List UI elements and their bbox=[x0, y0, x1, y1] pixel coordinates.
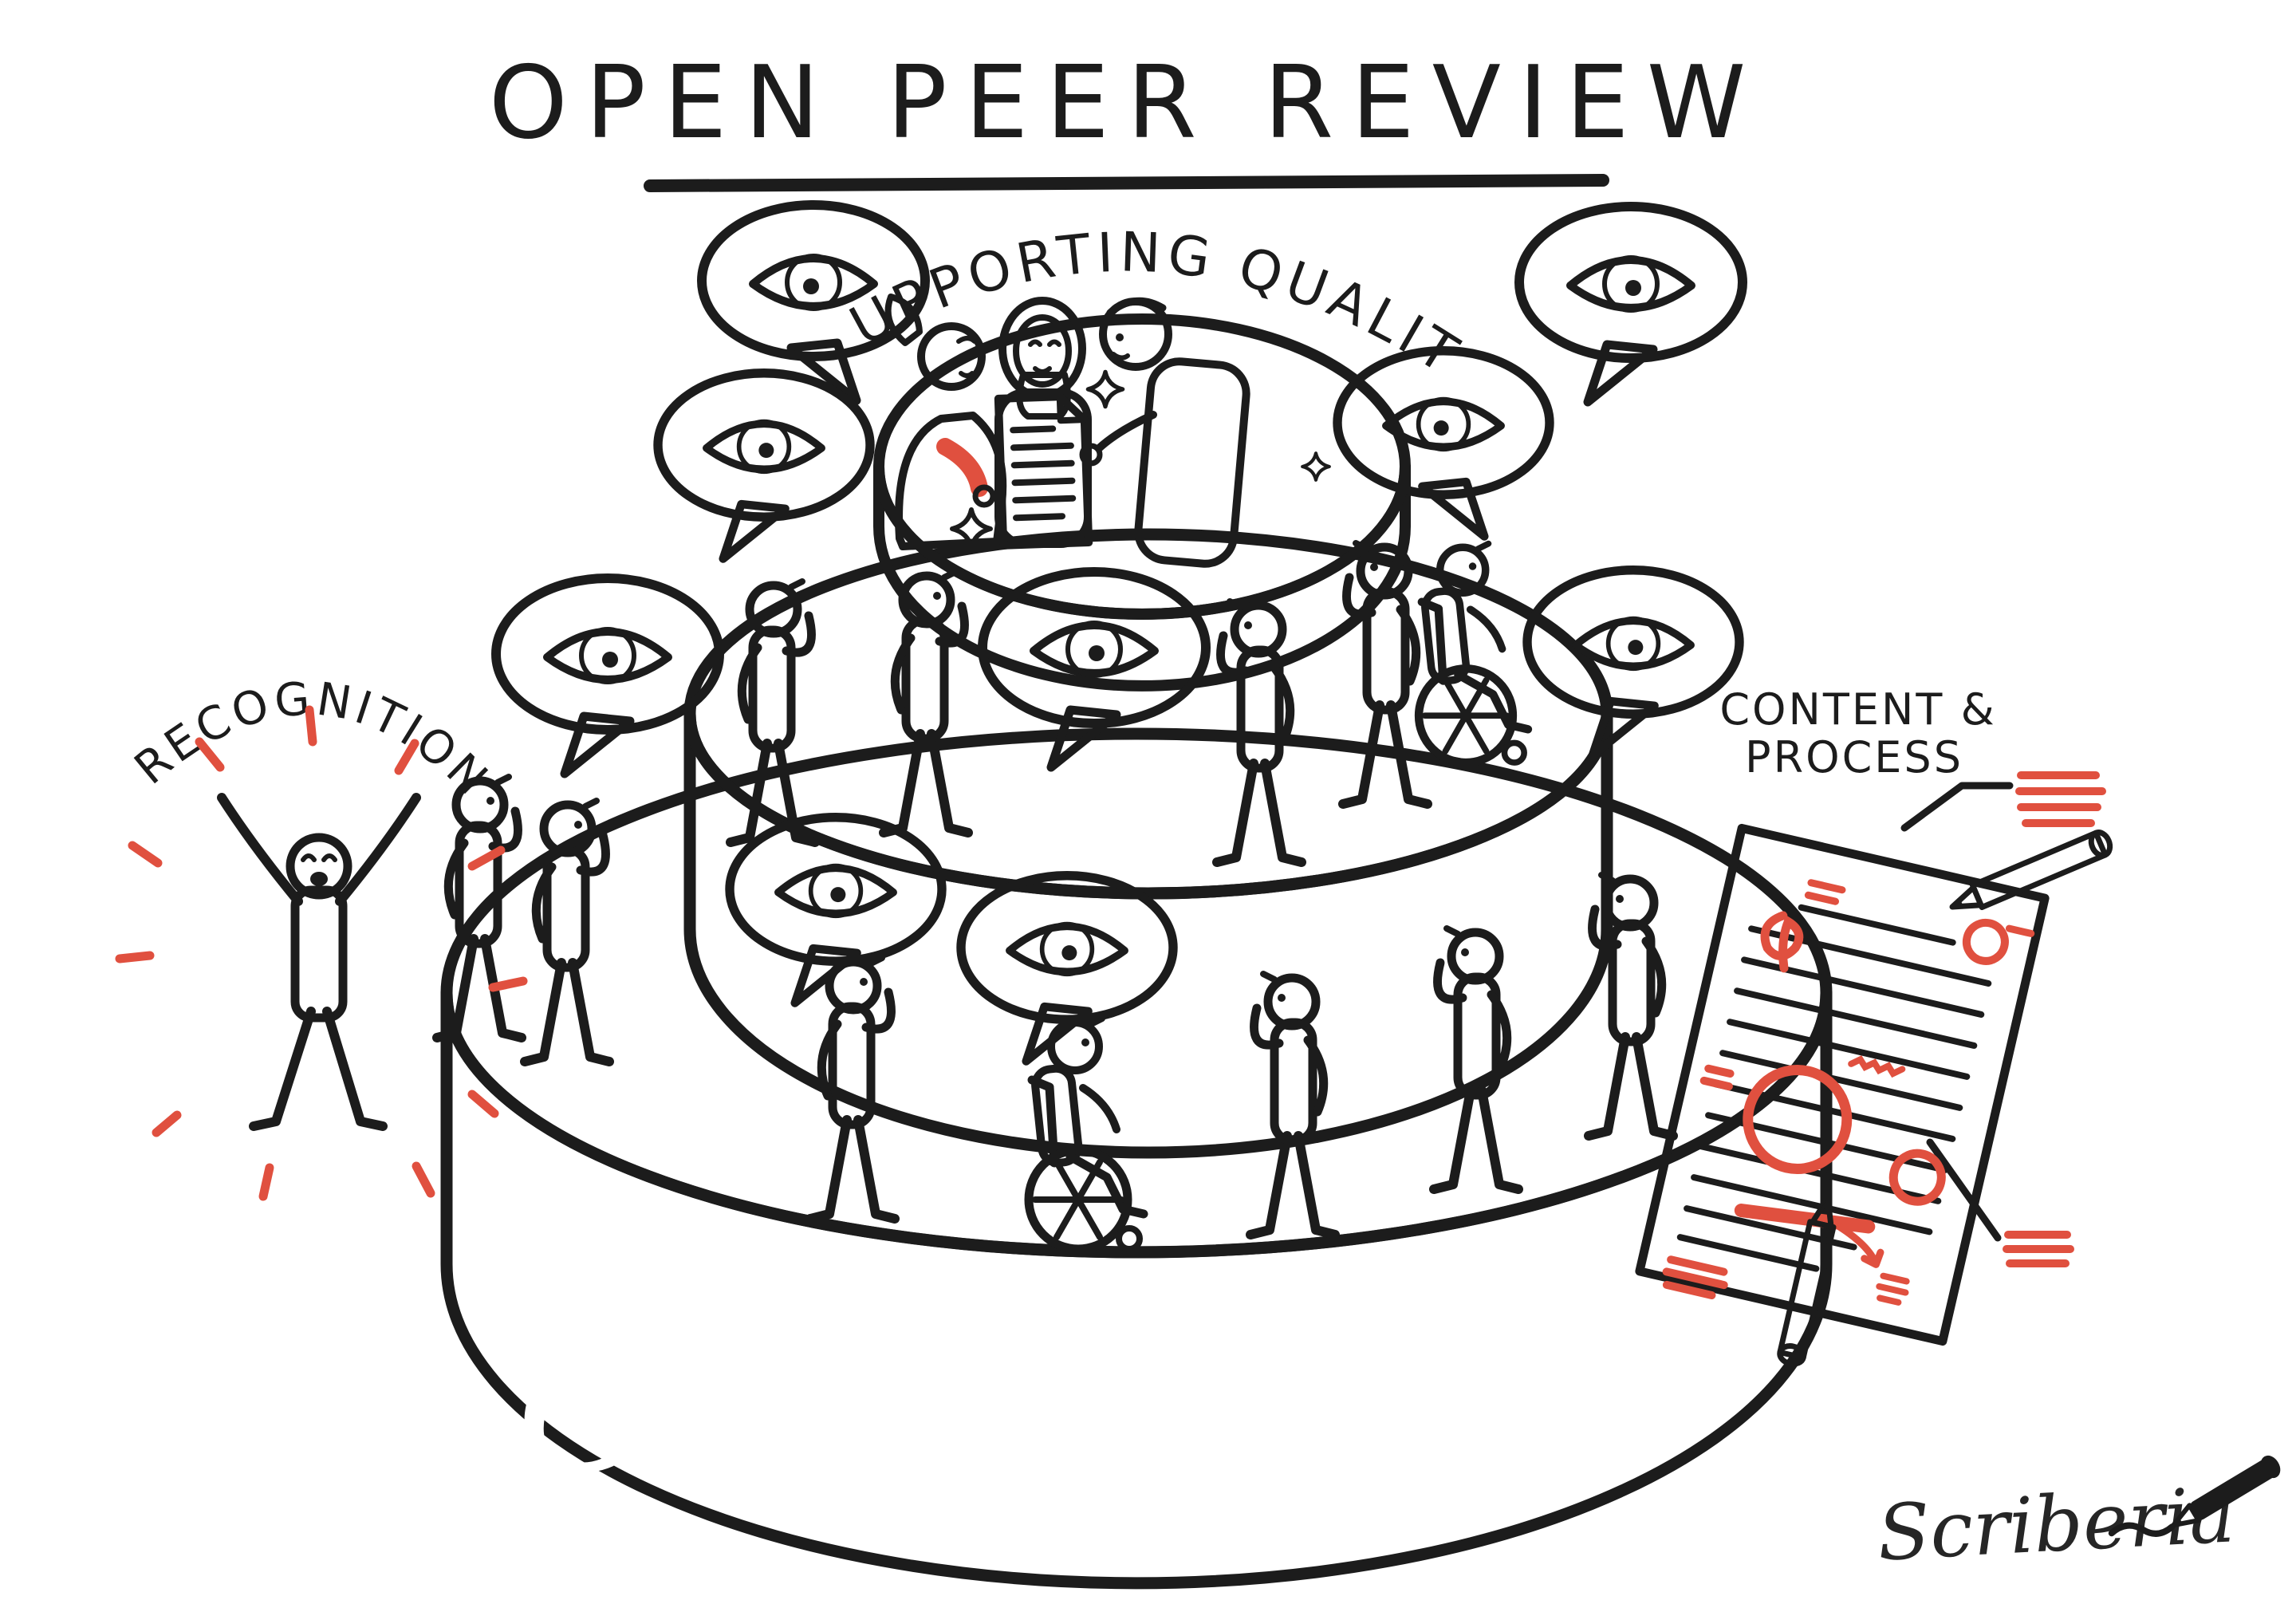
signature-pencil-icon bbox=[2171, 1455, 2281, 1528]
wheelchair-figure bbox=[1029, 1019, 1144, 1249]
document-icon bbox=[994, 392, 1093, 550]
pencil-icon bbox=[1947, 830, 2113, 918]
reviewer-left-head bbox=[917, 322, 986, 391]
stick-figure bbox=[1250, 974, 1335, 1235]
eye-bubble-icon bbox=[658, 373, 870, 559]
header: OPEN PEER REVIEW bbox=[489, 44, 1764, 192]
signature-flourish bbox=[2108, 1522, 2176, 1537]
red-hash-top bbox=[2015, 771, 2106, 827]
eye-bubble-icon bbox=[1519, 207, 1743, 402]
reviewer-right bbox=[1079, 297, 1250, 568]
document-text-lines bbox=[1010, 425, 1077, 522]
label-content-process: CONTENT & PROCESS bbox=[1719, 684, 1996, 782]
signature-group: Scriberia bbox=[1875, 1455, 2281, 1578]
reviewer-centre-face bbox=[1013, 314, 1072, 388]
reviewer-right-torso bbox=[1134, 357, 1250, 568]
red-hash-bottom bbox=[2003, 1231, 2074, 1267]
eye-bubble-icon bbox=[961, 876, 1173, 1062]
page-title: OPEN PEER REVIEW bbox=[489, 44, 1764, 161]
reviewers-group bbox=[884, 294, 1329, 568]
callout-line-bottom bbox=[1926, 1138, 2002, 1242]
eye-bubble-icon bbox=[1527, 570, 1739, 756]
red-annotations bbox=[1662, 879, 2035, 1306]
recognition-group bbox=[115, 705, 528, 1201]
celebrating-figure bbox=[222, 798, 416, 1126]
callout-line-top bbox=[1900, 782, 2014, 832]
crowd bbox=[437, 543, 1673, 1249]
label-content-line2: PROCESS bbox=[1745, 732, 1963, 782]
title-underline bbox=[644, 174, 1609, 192]
sparkle-icon bbox=[1302, 453, 1329, 480]
sparkle-icon bbox=[1088, 372, 1122, 406]
recognition-sparks bbox=[115, 705, 528, 1201]
pointing-hand bbox=[972, 484, 996, 508]
stick-figure bbox=[810, 958, 895, 1219]
label-content-line1: CONTENT & bbox=[1719, 684, 1996, 735]
annotated-document-group bbox=[1635, 771, 2113, 1366]
tier-top-top bbox=[873, 313, 1411, 620]
stick-figure bbox=[1434, 928, 1518, 1189]
